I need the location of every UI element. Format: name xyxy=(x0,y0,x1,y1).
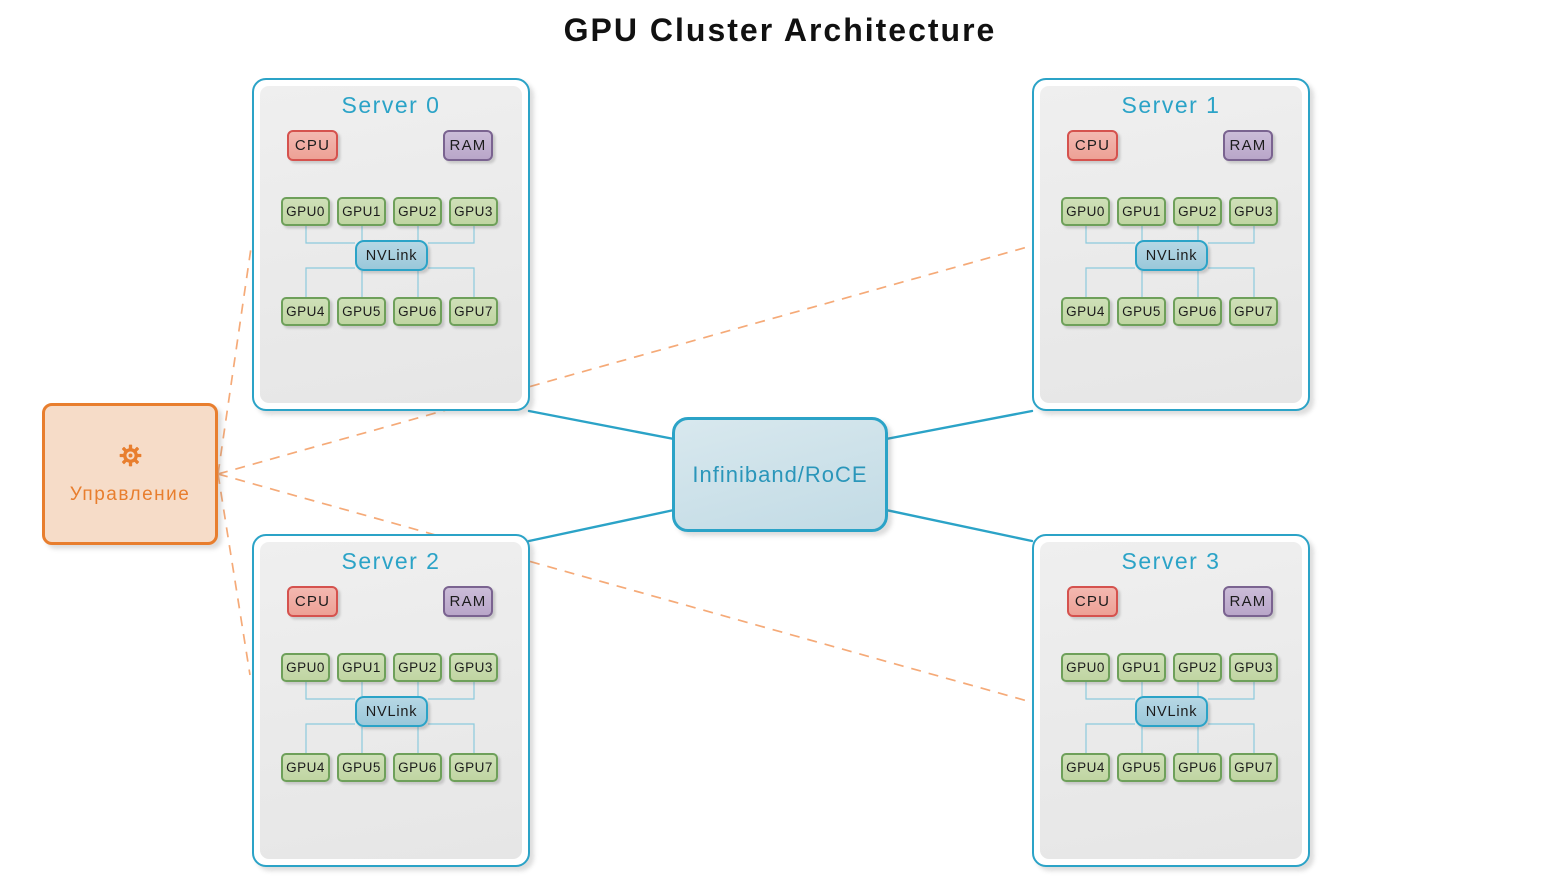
gpu-chip: GPU6 xyxy=(1173,297,1222,326)
gpu-chip: GPU7 xyxy=(1229,753,1278,782)
server-title: Server 0 xyxy=(341,92,441,118)
server-title: Server 1 xyxy=(1121,92,1221,118)
nvlink-chip: NVLink xyxy=(355,696,428,727)
management-to-server3-link xyxy=(217,473,1032,703)
gpu-chip: GPU1 xyxy=(1117,197,1166,226)
cpu-chip: CPU xyxy=(287,130,338,161)
management-label: Управление xyxy=(69,483,191,505)
server0-to-network-link xyxy=(527,409,676,441)
ram-chip: RAM xyxy=(1223,586,1273,617)
network-label: Infiniband/RoCE xyxy=(692,461,868,487)
server1-to-network-link xyxy=(884,409,1034,441)
gpu-chip: GPU4 xyxy=(1061,753,1110,782)
gpu-chip: GPU6 xyxy=(393,753,442,782)
ram-chip: RAM xyxy=(1223,130,1273,161)
gpu-chip: GPU0 xyxy=(281,653,330,682)
gpu-chip: GPU2 xyxy=(393,653,442,682)
gpu-chip: GPU5 xyxy=(1117,297,1166,326)
gpu-chip: GPU0 xyxy=(1061,653,1110,682)
gpu-chip: GPU1 xyxy=(337,653,386,682)
gpu-chip: GPU3 xyxy=(1229,197,1278,226)
management-to-server0-link xyxy=(217,247,252,475)
gpu-chip: GPU2 xyxy=(393,197,442,226)
ram-chip: RAM xyxy=(443,130,493,161)
nvlink-chip: NVLink xyxy=(1135,696,1208,727)
gpu-chip: GPU4 xyxy=(1061,297,1110,326)
cpu-chip: CPU xyxy=(287,586,338,617)
cpu-chip: CPU xyxy=(1067,130,1118,161)
gpu-chip: GPU1 xyxy=(337,197,386,226)
gpu-chip: GPU3 xyxy=(449,653,498,682)
nvlink-chip: NVLink xyxy=(355,240,428,271)
gpu-chip: GPU6 xyxy=(1173,753,1222,782)
management-to-server1-link xyxy=(217,245,1032,475)
gpu-chip: GPU0 xyxy=(281,197,330,226)
ram-chip: RAM xyxy=(443,586,493,617)
nvlink-chip: NVLink xyxy=(1135,240,1208,271)
gpu-chip: GPU7 xyxy=(449,297,498,326)
gpu-chip: GPU5 xyxy=(337,297,386,326)
gpu-chip: GPU7 xyxy=(449,753,498,782)
gpu-chip: GPU1 xyxy=(1117,653,1166,682)
gpu-chip: GPU7 xyxy=(1229,297,1278,326)
gpu-chip: GPU2 xyxy=(1173,197,1222,226)
gpu-chip: GPU6 xyxy=(393,297,442,326)
server-node-0: Server 0 CPU RAM GPU0 GPU1 GPU2 GPU3 NVL… xyxy=(252,78,530,411)
server-node-2: Server 2 CPU RAM GPU0 GPU1 GPU2 GPU3 NVL… xyxy=(252,534,530,867)
server-node-3: Server 3 CPU RAM GPU0 GPU1 GPU2 GPU3 NVL… xyxy=(1032,534,1310,867)
gpu-chip: GPU4 xyxy=(281,753,330,782)
gpu-chip: GPU5 xyxy=(337,753,386,782)
gpu-chip: GPU3 xyxy=(1229,653,1278,682)
server-node-1: Server 1 CPU RAM GPU0 GPU1 GPU2 GPU3 NVL… xyxy=(1032,78,1310,411)
server-title: Server 3 xyxy=(1121,548,1221,574)
server2-to-network-link xyxy=(527,508,676,543)
page-title: GPU Cluster Architecture xyxy=(563,12,997,48)
management-to-server2-link xyxy=(217,473,251,676)
gpu-chip: GPU5 xyxy=(1117,753,1166,782)
gear-icon xyxy=(119,444,141,466)
server-title: Server 2 xyxy=(341,548,441,574)
network-node: Infiniband/RoCE xyxy=(672,417,888,532)
server3-to-network-link xyxy=(884,508,1034,543)
gpu-chip: GPU2 xyxy=(1173,653,1222,682)
gpu-chip: GPU4 xyxy=(281,297,330,326)
cpu-chip: CPU xyxy=(1067,586,1118,617)
gpu-chip: GPU3 xyxy=(449,197,498,226)
management-node: Управление xyxy=(42,403,218,545)
gpu-chip: GPU0 xyxy=(1061,197,1110,226)
